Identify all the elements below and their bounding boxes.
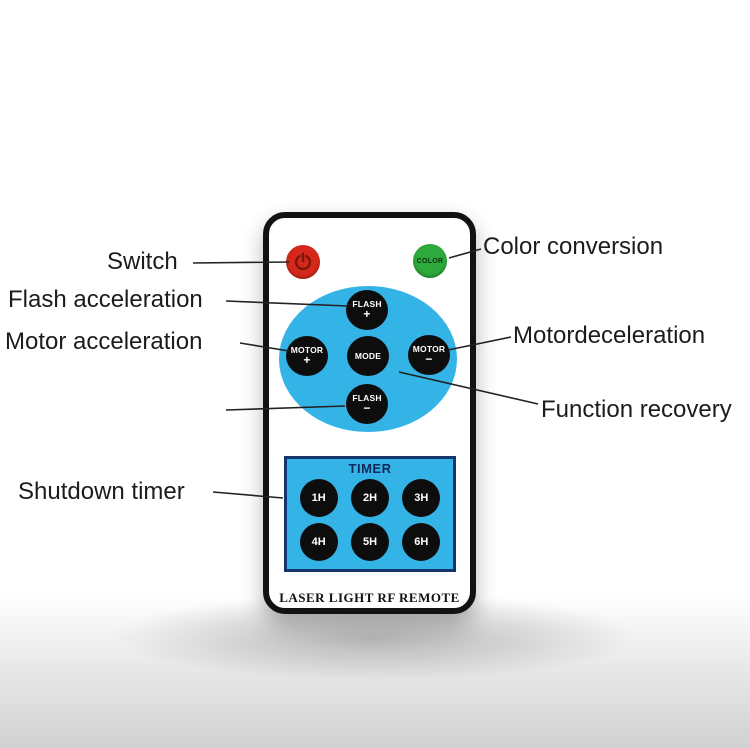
remote-model-text: LASER LIGHT RF REMOTE <box>279 590 460 605</box>
flash-plus-button[interactable]: FLASH + <box>346 290 388 330</box>
motor-minus-sign: − <box>425 351 433 366</box>
switch-label: Switch <box>107 248 178 275</box>
timer-3h-button[interactable]: 3H <box>402 479 441 517</box>
shutdown-timer-label: Shutdown timer <box>18 478 185 505</box>
flash-minus-label: FLASH <box>352 393 382 404</box>
timer-6h-button[interactable]: 6H <box>402 523 441 561</box>
flash-minus-sign: − <box>363 400 371 415</box>
mode-button[interactable]: MODE <box>347 336 389 376</box>
timer-5h-button[interactable]: 5H <box>350 523 389 561</box>
flash-acceleration-label: Flash acceleration <box>8 286 203 313</box>
floor-gradient <box>0 592 750 748</box>
remote-control: COLOR FLASH + MOTOR + MODE MOTOR − FLASH… <box>263 212 476 614</box>
power-button[interactable] <box>286 245 320 279</box>
flash-minus-button[interactable]: FLASH − <box>346 384 388 424</box>
motor-plus-button[interactable]: MOTOR + <box>286 336 328 376</box>
power-icon <box>295 252 311 271</box>
motor-minus-label: MOTOR <box>412 344 446 355</box>
motor-plus-sign: + <box>303 352 311 367</box>
flash-plus-label: FLASH <box>352 299 382 310</box>
motor-acceleration-label: Motor acceleration <box>5 328 203 355</box>
timer-2h-button[interactable]: 2H <box>350 479 389 517</box>
timer-panel: TIMER 1H 2H 3H 4H 5H 6H <box>284 456 456 572</box>
color-button-label: COLOR <box>416 257 444 265</box>
motor-plus-label: MOTOR <box>290 345 324 356</box>
timer-4h-button[interactable]: 4H <box>299 523 338 561</box>
motor-minus-button[interactable]: MOTOR − <box>408 335 450 375</box>
color-button[interactable]: COLOR <box>413 244 447 278</box>
timer-1h-button[interactable]: 1H <box>299 479 338 517</box>
color-conversion-label: Color conversion <box>483 233 664 260</box>
timer-button-grid: 1H 2H 3H 4H 5H 6H <box>287 476 453 561</box>
flash-plus-sign: + <box>363 306 371 321</box>
mode-label: MODE <box>354 350 382 361</box>
timer-title: TIMER <box>348 461 392 476</box>
motor-deceleration-label: Motordeceleration <box>513 322 706 349</box>
function-recovery-label: Function recovery <box>541 396 732 423</box>
